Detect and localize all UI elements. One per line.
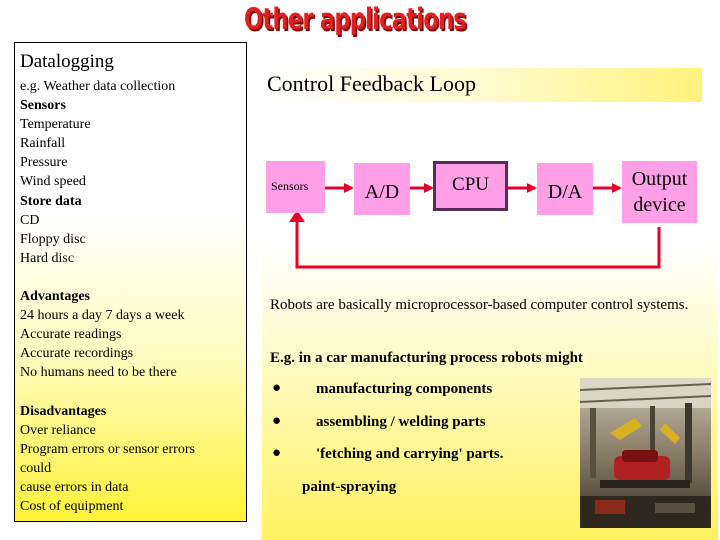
advantages-heading: Advantages — [20, 289, 91, 304]
da-converter-box: D/A — [537, 163, 593, 215]
sensors-label: Sensors — [271, 179, 309, 193]
advantage-item: 24 hours a day 7 days a week — [20, 308, 185, 324]
robot-task-extra: paint-spraying — [302, 479, 397, 495]
feedback-loop-arrows — [289, 183, 661, 269]
datalogging-line: Wind speed — [20, 174, 86, 190]
datalogging-line: Pressure — [20, 155, 68, 171]
datalogging-line: e.g. Weather data collection — [20, 79, 176, 94]
robot-task-item: assembling / welding parts — [316, 414, 486, 430]
advantage-item: Accurate readings — [20, 327, 122, 343]
datalogging-line: Floppy disc — [20, 231, 86, 247]
cpu-label: CPU — [452, 174, 489, 195]
datalogging-list: e.g. Weather data collection Sensors Tem… — [20, 77, 175, 268]
control-title: Control Feedback Loop — [267, 71, 476, 96]
disadvantages-heading: Disadvantages — [20, 404, 107, 419]
ad-converter-box: A/D — [354, 163, 410, 215]
output-label-line2: device — [633, 194, 686, 216]
advantage-item: No humans need to be there — [20, 365, 177, 381]
ad-label: A/D — [364, 180, 400, 203]
datalogging-line: Sensors — [20, 98, 66, 114]
feedback-line — [295, 220, 661, 269]
datalogging-line: Store data — [20, 193, 82, 209]
bullet-icon: ● — [272, 380, 282, 396]
control-title-banner — [262, 68, 702, 102]
datalogging-line: Rainfall — [20, 136, 66, 152]
robots-intro: Robots are basically microprocessor-base… — [270, 297, 689, 313]
bullet-icon: ● — [272, 413, 282, 429]
disadvantage-item: cause errors in data — [20, 480, 129, 496]
disadvantage-item: Program errors or sensor errors — [20, 442, 195, 458]
advantages-section: Advantages 24 hours a day 7 days a week … — [20, 287, 184, 382]
disadvantage-item: Over reliance — [20, 423, 96, 439]
disadvantages-section: Disadvantages Over reliance Program erro… — [20, 402, 195, 517]
datalogging-line: CD — [20, 212, 40, 228]
da-label: D/A — [547, 180, 583, 203]
disadvantage-item: Cost of equipment — [20, 499, 124, 515]
output-device-box: Output device — [622, 161, 697, 223]
robot-task-item: manufacturing components — [316, 381, 493, 397]
car-factory-photo — [580, 378, 711, 528]
sensors-box: Sensors — [266, 161, 325, 213]
datalogging-line: Temperature — [20, 117, 91, 133]
output-label-line1: Output — [631, 168, 688, 190]
feedback-arrowhead — [289, 210, 305, 222]
datalogging-line: Hard disc — [20, 250, 75, 266]
robots-example: E.g. in a car manufacturing process robo… — [270, 350, 583, 366]
cpu-box: CPU — [433, 161, 508, 211]
datalogging-heading: Datalogging — [20, 51, 114, 72]
disadvantage-item: could — [20, 461, 52, 477]
bullet-icon: ● — [272, 445, 282, 461]
robot-task-item: 'fetching and carrying' parts. — [316, 446, 504, 462]
advantage-item: Accurate recordings — [20, 346, 134, 362]
slide-title: Other applications — [244, 2, 467, 36]
datalogging-panel: Datalogging e.g. Weather data collection… — [14, 42, 247, 522]
